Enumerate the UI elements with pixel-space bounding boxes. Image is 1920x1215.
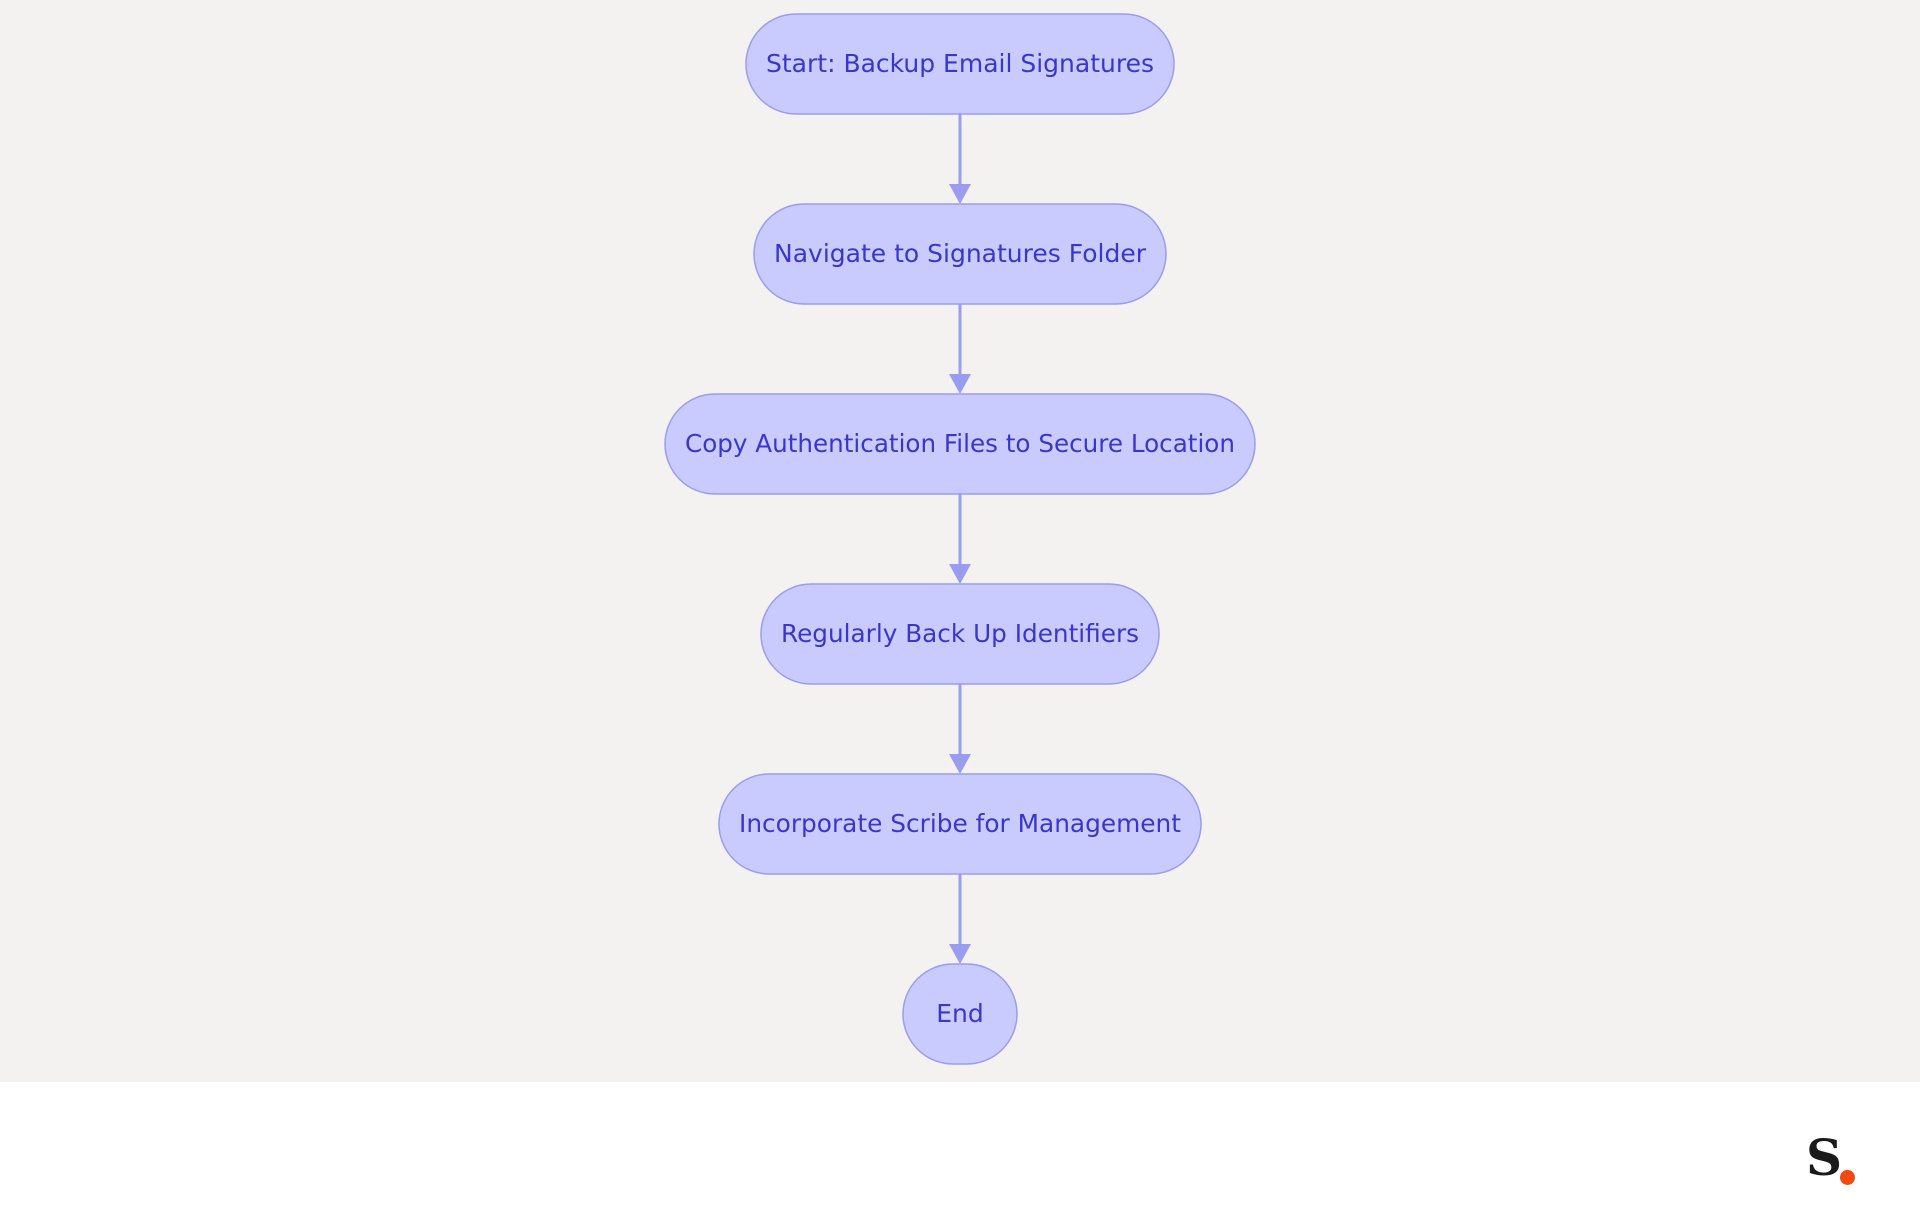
node-label: Incorporate Scribe for Management: [739, 809, 1181, 838]
node-copy: Copy Authentication Files to Secure Loca…: [664, 393, 1256, 495]
node-scribe: Incorporate Scribe for Management: [718, 773, 1202, 875]
arrowhead: [949, 754, 971, 774]
node-end: End: [902, 963, 1018, 1065]
brand-logo: S: [1800, 1128, 1860, 1194]
edge-navigate-to-copy: [949, 304, 971, 394]
node-shape: [760, 583, 1160, 685]
node-start: Start: Backup Email Signatures: [745, 13, 1175, 115]
node-shape: [718, 773, 1202, 875]
edge-start-to-navigate: [949, 114, 971, 204]
footer: S: [0, 1082, 1920, 1215]
edge-scribe-to-end: [949, 874, 971, 964]
node-shape: [902, 963, 1018, 1065]
node-navigate: Navigate to Signatures Folder: [753, 203, 1167, 305]
arrowhead: [949, 374, 971, 394]
arrowhead: [949, 184, 971, 204]
arrowhead: [949, 944, 971, 964]
edge-copy-to-backup: [949, 494, 971, 584]
logo-letter: S: [1806, 1128, 1843, 1187]
arrowhead: [949, 564, 971, 584]
node-shape: [664, 393, 1256, 495]
node-label: End: [936, 999, 984, 1028]
logo-dot: [1840, 1170, 1855, 1185]
node-shape: [753, 203, 1167, 305]
node-label: Regularly Back Up Identifiers: [781, 619, 1139, 648]
edge-backup-to-scribe: [949, 684, 971, 774]
node-label: Navigate to Signatures Folder: [774, 239, 1147, 268]
node-label: Start: Backup Email Signatures: [766, 49, 1154, 78]
node-label: Copy Authentication Files to Secure Loca…: [685, 429, 1235, 458]
node-backup: Regularly Back Up Identifiers: [760, 583, 1160, 685]
node-shape: [745, 13, 1175, 115]
